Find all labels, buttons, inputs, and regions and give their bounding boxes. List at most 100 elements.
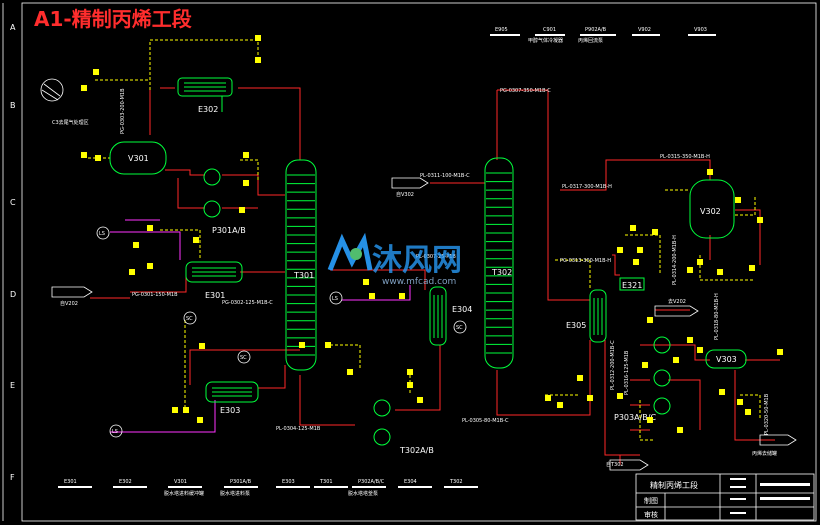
line-label: PL-0307-25-P1B xyxy=(416,254,456,260)
signal-v303 xyxy=(740,394,761,420)
row-label-b: B xyxy=(10,101,16,110)
pump-p301a xyxy=(203,168,221,186)
pipe-pump-b xyxy=(177,178,205,209)
instrument-tag-icon xyxy=(239,207,245,213)
instrument-tag-icon xyxy=(147,263,153,269)
top-legend-bar xyxy=(632,34,660,36)
line-label: PL-0315-350-M1B-H xyxy=(660,154,710,160)
title-block: 精制丙烯工段 制图 审核 xyxy=(635,473,815,521)
label-e302: E302 xyxy=(198,105,218,114)
instrument-tag-icon xyxy=(183,407,189,413)
title-block-checked: 审核 xyxy=(644,510,658,519)
pump-p301b xyxy=(203,200,221,218)
bottom-legend-tag: E301 xyxy=(64,479,77,485)
ls-bubble xyxy=(109,424,123,438)
pump-p302b xyxy=(373,428,391,446)
bottom-legend-tag: P301A/B xyxy=(230,479,252,485)
instrument-tag-icon xyxy=(129,269,135,275)
top-legend-desc: 丙烯回流泵 xyxy=(578,37,603,44)
label-e303: E303 xyxy=(220,406,240,415)
instrument-tag-icon xyxy=(717,269,723,275)
signal-e305 xyxy=(555,259,591,290)
pipe-e321 xyxy=(612,254,620,276)
pipe-v303-storage xyxy=(734,370,775,441)
line-label: PL-0320-50-M1B xyxy=(764,393,770,435)
line-label: PL-0305-80-M1B-C xyxy=(462,418,509,424)
label-p302: T302A/B xyxy=(399,446,434,455)
pipe-p303-v303 xyxy=(640,344,710,361)
pipe-t301-bottom xyxy=(299,375,355,426)
watermark-url: www.mfcad.com xyxy=(382,277,456,287)
instrument-tag-icon xyxy=(243,180,249,186)
pump-p303a xyxy=(653,336,671,354)
top-legend-tag: P902A/B xyxy=(585,27,607,33)
signal-lines xyxy=(88,39,761,441)
steam-lines xyxy=(110,219,411,433)
pump-p303b xyxy=(653,369,671,387)
row-label-a: A xyxy=(10,23,16,32)
signal-v302-down xyxy=(699,255,755,281)
line-label: PL-0316-125-M1B xyxy=(624,350,630,395)
top-legend-tag: E905 xyxy=(495,27,508,33)
line-label: PL-0317-300-M1B-H xyxy=(562,184,612,190)
bottom-legend-tag: P302A/B/C xyxy=(358,479,385,485)
title-block-bar xyxy=(730,512,746,514)
off-page-connectors: 自V302 自V202 去V202 丙烯去储罐 自T302 xyxy=(51,177,797,471)
instrument-tag-icon xyxy=(737,399,743,405)
instrument-tag-icon xyxy=(243,152,249,158)
instrument-tag-icon xyxy=(369,293,375,299)
bottom-legend-desc: 脱水塔进料缓冲罐 xyxy=(164,490,204,497)
instrument-tag-icon xyxy=(673,357,679,363)
label-e304: E304 xyxy=(452,305,472,314)
instrument-tag-icon xyxy=(633,259,639,265)
pipe-e302-t301 xyxy=(238,87,301,160)
instrument-tag-icon xyxy=(577,375,583,381)
pump-p302a xyxy=(373,399,391,417)
exchanger-e304 xyxy=(429,286,447,346)
tail-gas-icon xyxy=(40,78,64,102)
column-t301 xyxy=(285,159,317,371)
line-labels: PG-0307-350-M1B-C PL-0311-100-M1B-C PL-0… xyxy=(120,88,770,435)
bottom-legend-tag: E303 xyxy=(282,479,295,485)
exchanger-e303 xyxy=(205,381,259,403)
line-label: PL-0304-125-M1B xyxy=(276,426,321,432)
signal-e321 xyxy=(625,234,661,275)
bottom-legend-bar xyxy=(224,486,258,488)
label-v301: V301 xyxy=(128,154,149,163)
tail-gas-hatch xyxy=(43,83,61,97)
instrument-tag-icon xyxy=(745,409,751,415)
title-block-name: 精制丙烯工段 xyxy=(650,480,698,490)
pipe-t302-e305 xyxy=(497,89,590,301)
vessel-v302 xyxy=(689,179,735,239)
exchanger-e302 xyxy=(177,77,233,97)
steam-e301 xyxy=(110,231,181,260)
bottom-legend-desc: 脱水塔进料泵 xyxy=(220,490,250,497)
instrument-tag-icon xyxy=(630,225,636,231)
bottom-legend-tag: E304 xyxy=(404,479,417,485)
instrument-tag-icon xyxy=(697,259,703,265)
instrument-tag-icon xyxy=(587,395,593,401)
instrument-tag-icon xyxy=(81,152,87,158)
top-legend-bar xyxy=(535,34,565,36)
instrument-tag-icon xyxy=(617,247,623,253)
instrument-tag-icon xyxy=(363,279,369,285)
equipment: C3去尾气处理区 E302 V301 P301A/B E301 E303 T30… xyxy=(40,77,747,455)
instrument-tag-icon xyxy=(617,393,623,399)
line-label: PG-0303-200-M1B xyxy=(120,88,126,134)
instrument-tag-icon xyxy=(777,349,783,355)
instrument-tag-icon xyxy=(417,397,423,403)
line-label: PG-0307-350-M1B-C xyxy=(500,88,551,94)
ls-bubble-label: LS xyxy=(99,231,105,237)
exchanger-e305 xyxy=(589,289,607,343)
steam-e304 xyxy=(342,285,411,301)
instrument-tag-icon xyxy=(652,229,658,235)
title-block-bar xyxy=(730,478,746,480)
label-v303: V303 xyxy=(716,355,737,364)
instrument-tag-icon xyxy=(172,407,178,413)
pipe-t302-v302 xyxy=(560,159,711,191)
title-block-bar xyxy=(760,483,810,486)
row-label-c: C xyxy=(10,198,16,207)
steam-e303 xyxy=(110,400,216,433)
top-legend-bar xyxy=(688,34,716,36)
instrument-tag-icon xyxy=(687,267,693,273)
